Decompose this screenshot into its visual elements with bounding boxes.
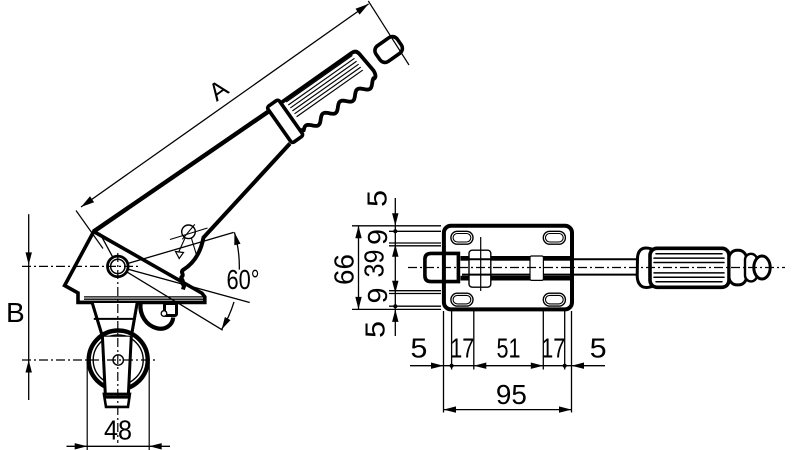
svg-text:9: 9 [362, 229, 393, 245]
svg-text:5: 5 [410, 333, 427, 364]
svg-text:39: 39 [359, 250, 390, 278]
svg-text:9: 9 [362, 288, 393, 304]
svg-text:5: 5 [361, 190, 392, 207]
svg-text:17: 17 [541, 333, 565, 364]
svg-text:95: 95 [496, 379, 527, 410]
svg-text:5: 5 [359, 321, 390, 338]
svg-text:66: 66 [328, 254, 359, 285]
svg-text:17: 17 [450, 333, 474, 364]
svg-text:B: B [6, 297, 25, 328]
svg-text:51: 51 [497, 333, 521, 364]
svg-text:5: 5 [590, 333, 607, 364]
svg-text:60°: 60° [227, 264, 260, 295]
svg-text:48: 48 [104, 414, 132, 445]
